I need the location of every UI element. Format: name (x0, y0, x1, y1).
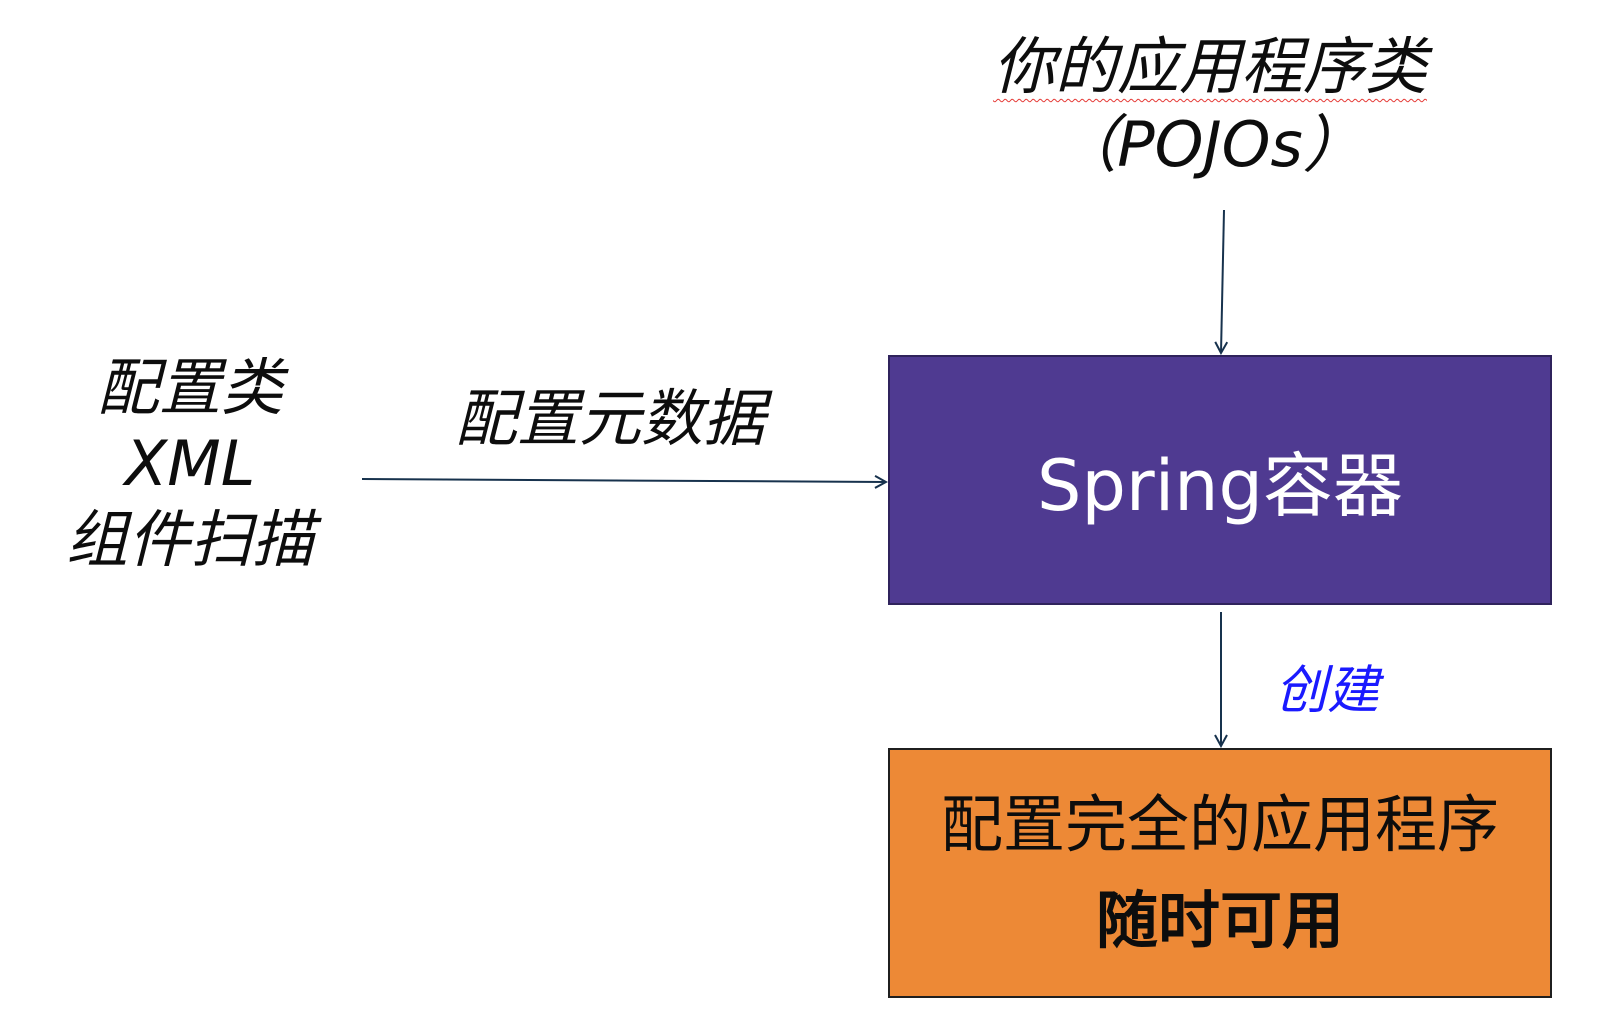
pojos-subtitle: （POJOs） (1055, 108, 1365, 181)
spring-container-label: Spring容器 (1037, 444, 1403, 527)
metadata-arrow (361, 479, 886, 482)
source-component-scan: 组件扫描 (65, 503, 314, 576)
source-xml: XML (124, 427, 256, 500)
pojos-label: 你的应用程序类 （POJOs） (950, 28, 1470, 184)
config-metadata-label: 配置元数据 (455, 382, 766, 455)
application-ready-label: 随时可用 (1095, 884, 1344, 957)
pojos-arrow (1221, 209, 1224, 353)
configured-application-box: 配置完全的应用程序 随时可用 (888, 748, 1552, 998)
source-config-class: 配置类 (96, 351, 283, 424)
config-sources: 配置类 XML 组件扫描 (40, 350, 340, 578)
application-title: 配置完全的应用程序 (940, 788, 1499, 861)
spring-container-box: Spring容器 (888, 355, 1552, 605)
pojos-title: 你的应用程序类 (992, 30, 1427, 103)
create-label: 创建 (1275, 661, 1380, 721)
